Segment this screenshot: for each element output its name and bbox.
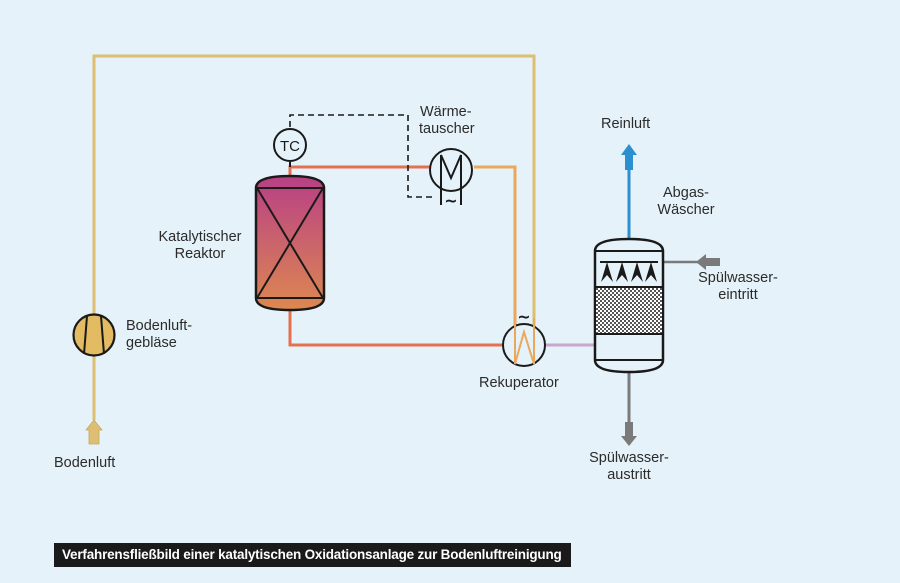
heat-exchanger-tilde: ~ (444, 191, 457, 210)
label-rinse-water-outlet-line-1: Spülwasser- (589, 450, 669, 466)
label-reactor: Katalytischer Reaktor (150, 229, 250, 263)
label-heat-exchanger-line-2: tauscher (419, 121, 475, 137)
figure-caption: Verfahrensfließbild einer katalytischen … (54, 543, 571, 567)
label-heat-exchanger: Wärme- tauscher (419, 104, 475, 138)
label-scrubber-line-2: Wäscher (657, 202, 715, 218)
label-rinse-water-inlet-line-1: Spülwasser- (698, 270, 778, 286)
catalytic-reactor-icon (254, 174, 326, 312)
label-bodenluft: Bodenluft (54, 455, 115, 472)
reactor-inlet-line (288, 305, 503, 347)
label-reinluft-text: Reinluft (601, 116, 651, 132)
label-bodenluft-text: Bodenluft (54, 455, 116, 471)
label-rinse-water-inlet: Spülwasser- eintritt (690, 270, 786, 304)
label-reactor-line-2: Reaktor (174, 246, 226, 262)
label-recuperator-text: Rekuperator (479, 375, 559, 391)
label-heat-exchanger-line-1: Wärme- (420, 104, 472, 120)
raw-air-line (92, 54, 536, 420)
gas-scrubber-icon (593, 237, 665, 374)
label-scrubber: Abgas- Wäscher (646, 185, 726, 219)
spray-nozzles-icon (601, 262, 657, 282)
label-blower-line-2: gebläse (126, 335, 177, 351)
label-recuperator: Rekuperator (479, 375, 559, 392)
label-reinluft: Reinluft (601, 116, 650, 133)
label-rinse-water-outlet-line-2: austritt (607, 467, 651, 483)
label-blower: Bodenluft- gebläse (126, 318, 192, 352)
recuperator-icon: ~ (502, 307, 546, 367)
spuelwasser-eintritt-arrow (696, 254, 720, 270)
cooled-gas-line (474, 165, 517, 330)
reinluft-arrow (621, 144, 637, 170)
recuperator-tilde: ~ (517, 307, 530, 326)
figure-caption-text: Verfahrensfließbild einer katalytischen … (62, 547, 562, 562)
tc-label: TC (280, 138, 300, 155)
label-reactor-line-1: Katalytischer (158, 229, 242, 245)
reactor-outlet-line (288, 165, 430, 178)
label-scrubber-line-1: Abgas- (663, 185, 709, 201)
label-rinse-water-inlet-line-2: eintritt (718, 287, 758, 303)
control-signal-line (289, 114, 433, 198)
blower-fan-icon (72, 313, 116, 357)
heat-exchanger-icon: ~ (429, 148, 473, 210)
bodenluft-inlet-arrow (85, 419, 103, 445)
label-blower-line-1: Bodenluft- (126, 318, 193, 334)
spuelwasser-austritt-arrow (621, 422, 637, 446)
label-rinse-water-outlet: Spülwasser- austritt (581, 450, 677, 484)
temperature-controller-icon: TC (273, 128, 307, 167)
